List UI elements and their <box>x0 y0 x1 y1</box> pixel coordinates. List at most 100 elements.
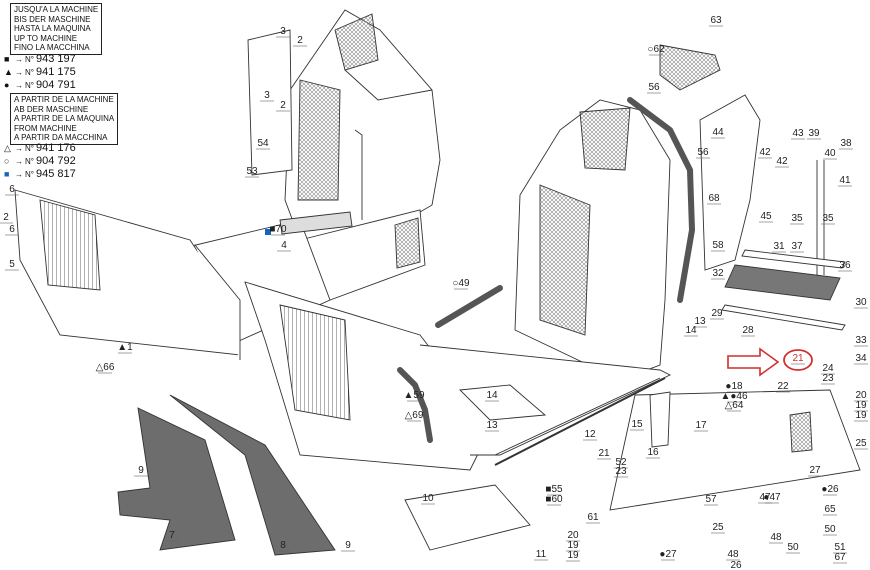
left-side-panel <box>14 189 241 360</box>
callout-number: ○62 <box>647 44 665 55</box>
callout-number: 2 <box>297 35 303 46</box>
legend-line: BIS DER MASCHINE <box>14 14 91 24</box>
code-prefix: N° <box>25 68 34 77</box>
legend-line: FINO LA MACCHINA <box>14 43 90 53</box>
callout-number: 19 <box>567 550 579 561</box>
callout-number: 9 <box>345 540 351 551</box>
codes-from: △ → N° 941 176 ○ → N° 904 792 ■ → N° 945… <box>4 142 76 181</box>
callout-number: 68 <box>708 193 720 204</box>
code-row: △ → N° 941 176 <box>4 142 76 155</box>
arrow-right-icon: → <box>15 170 23 179</box>
callout-number: 39 <box>808 128 820 139</box>
callout-number: 17 <box>695 420 707 431</box>
legend-from-machine: A PARTIR DE LA MACHINE AB DER MASCHINE A… <box>10 93 119 145</box>
callout-number: 45 <box>760 211 772 222</box>
callout-number: 20 <box>855 390 867 401</box>
arrow-right-icon: → <box>15 157 23 166</box>
callout-number: 47 <box>759 492 771 503</box>
callout-number: 44 <box>712 127 724 138</box>
callout-number: 21 <box>598 448 610 459</box>
seal-strips <box>397 97 696 443</box>
callout-number: 48 <box>727 549 739 560</box>
legend-line: AB DER MASCHINE <box>14 104 89 114</box>
legend-line: UP TO MACHINE <box>14 33 78 43</box>
callout-number: 20 <box>567 530 579 541</box>
callout-number: 50 <box>787 542 799 553</box>
code-prefix: N° <box>25 81 34 90</box>
callout-number: △69 <box>405 410 424 421</box>
triangle-outline-icon: △ <box>4 143 11 153</box>
callout-number: ●26 <box>821 484 839 495</box>
callout-number: 8 <box>280 540 286 551</box>
callout-circle-icon <box>783 349 813 371</box>
callout-number: 16 <box>647 447 659 458</box>
callout-number: ■55 <box>545 484 563 495</box>
callout-number: 25 <box>712 522 724 533</box>
callout-number: 4 <box>281 240 287 251</box>
front-hood-assembly <box>244 99 672 471</box>
square-icon: ■ <box>4 54 10 64</box>
code-prefix: N° <box>25 157 34 166</box>
callout-number: 26 <box>730 560 742 570</box>
machine-number: 943 197 <box>35 53 76 65</box>
callout-number: 21 <box>792 353 804 364</box>
callout-number: 23 <box>822 373 834 384</box>
callout-number: 56 <box>648 82 660 93</box>
callout-number: 28 <box>742 325 754 336</box>
callout-number: 31 <box>773 241 785 252</box>
callout-number: 58 <box>712 240 724 251</box>
callout-number: 42 <box>759 147 771 158</box>
callout-number: 5 <box>9 259 15 270</box>
callout-number: 65 <box>824 504 836 515</box>
callout-number: ○49 <box>452 278 470 289</box>
legend-until-machine: JUSQU'A LA MACHINE BIS DER MASCHINE HAST… <box>10 3 103 55</box>
callout-number: 43 <box>792 128 804 139</box>
callout-number: 11 <box>536 549 547 560</box>
callout-number: ●18 <box>725 381 743 392</box>
callout-number: 42 <box>776 156 788 167</box>
callout-number: ■70 <box>269 224 287 235</box>
callout-number: 10 <box>422 493 434 504</box>
callout-number: 37 <box>791 241 803 252</box>
code-row: ■ → N° 945 817 <box>4 168 76 181</box>
callout-number: 56 <box>697 147 709 158</box>
callout-number: 38 <box>840 138 852 149</box>
callout-number: 27 <box>809 465 821 476</box>
arrow-right-icon <box>727 347 780 377</box>
circle-icon: ● <box>4 80 10 90</box>
callout-number: 19 <box>567 540 579 551</box>
blue-marker-70 <box>265 229 271 235</box>
callout-number: 30 <box>855 297 867 308</box>
callout-number: 15 <box>631 419 643 430</box>
callout-number: 7 <box>169 530 175 541</box>
callout-number: 6 <box>9 184 15 195</box>
callout-number: 50 <box>824 524 836 535</box>
callout-number: ●27 <box>659 549 677 560</box>
code-row: ○ → N° 904 792 <box>4 155 76 168</box>
callout-number: 63 <box>710 15 722 26</box>
callout-number: 14 <box>685 325 697 336</box>
callout-number: 41 <box>839 175 851 186</box>
callout-number: 3 <box>264 90 270 101</box>
callout-number: 53 <box>246 166 258 177</box>
callout-number: 24 <box>822 363 834 374</box>
callout-number: ▲1 <box>117 342 133 353</box>
callout-number: △64 <box>725 400 744 411</box>
machine-number: 904 791 <box>35 79 76 91</box>
circle-outline-icon: ○ <box>4 156 10 166</box>
callout-number: 19 <box>855 400 867 411</box>
callout-number: 25 <box>855 438 867 449</box>
highlight <box>727 347 813 377</box>
callout-number: 29 <box>711 308 723 319</box>
gasket-panels <box>117 394 336 556</box>
callout-number: 3 <box>280 26 286 37</box>
code-row: ▲ → N° 941 175 <box>4 66 76 79</box>
callout-number: 23 <box>615 466 627 477</box>
callout-number: 32 <box>712 268 724 279</box>
legend-line: HASTA LA MAQUINA <box>14 24 91 34</box>
callout-number: 34 <box>855 353 867 364</box>
machine-number: 941 176 <box>35 142 76 154</box>
blue-square-icon: ■ <box>4 169 10 179</box>
legend-line: A PARTIR DA MACCHINA <box>14 133 108 143</box>
